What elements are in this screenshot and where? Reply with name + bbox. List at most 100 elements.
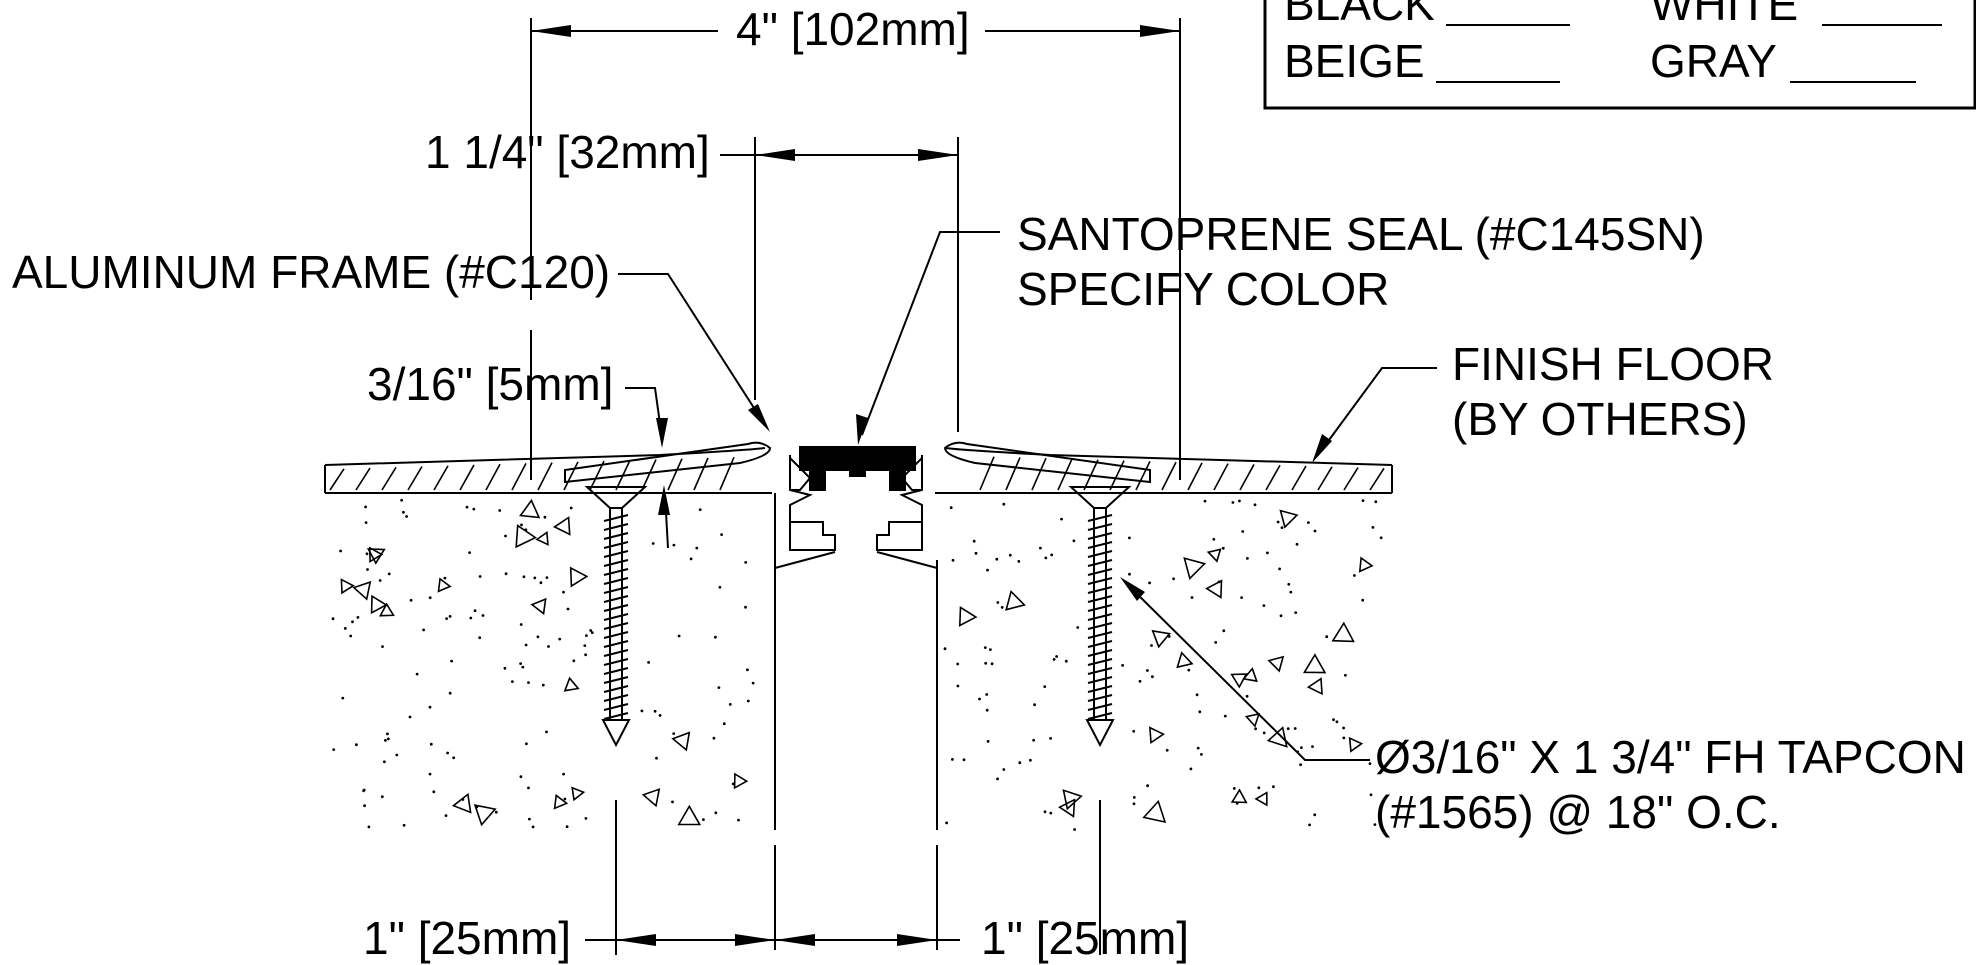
color-box-frame (1263, 0, 1976, 110)
dim-overall-arrow-left (531, 25, 571, 37)
right-frame-leg (876, 551, 938, 569)
left-tapcon-screw (584, 486, 648, 748)
concrete-aggregate (473, 804, 497, 827)
concrete-dot (972, 539, 976, 543)
callout-aluminum-frame-arrow (748, 404, 770, 432)
floor-hatch-mark (1343, 467, 1359, 491)
screw-thread (1087, 604, 1113, 612)
concrete-dot (689, 557, 693, 561)
concrete-dot (566, 607, 570, 611)
concrete-dot (1299, 763, 1302, 767)
floor-hatch-mark (1239, 464, 1255, 491)
concrete-aggregate (1254, 791, 1268, 807)
screw-thread (603, 712, 629, 720)
screw-thread (603, 559, 629, 567)
concrete-aggregate (1302, 653, 1327, 674)
left-frame-flange (564, 441, 772, 484)
concrete-aggregate (1244, 712, 1261, 728)
concrete-dot (1307, 521, 1310, 524)
concrete-dot (956, 684, 960, 688)
dim-height-arrow-top (656, 418, 668, 448)
concrete-aggregate (1142, 799, 1167, 824)
concrete-dot (996, 601, 1000, 604)
concrete-dot (1200, 753, 1203, 756)
concrete-dot (1060, 517, 1063, 521)
concrete-dot (647, 661, 650, 664)
concrete-dot (737, 818, 740, 822)
concrete-dot (443, 576, 447, 580)
concrete-dot (589, 629, 593, 632)
concrete-dot (469, 616, 473, 620)
screw-thread (603, 676, 629, 684)
concrete-dot (332, 748, 336, 751)
dim-overall-width: 4" [102mm] (530, 3, 1181, 480)
concrete-dot (653, 709, 657, 713)
concrete-dot (503, 666, 507, 670)
concrete-dot (1018, 761, 1022, 765)
concrete-dot (651, 542, 655, 545)
concrete-dot (962, 758, 966, 762)
concrete-aggregate (378, 602, 395, 617)
concrete-dot (547, 645, 550, 648)
concrete-aggregate (1358, 556, 1374, 573)
concrete-aggregate (571, 786, 586, 802)
floor-hatch-mark (459, 464, 475, 491)
concrete-dot (996, 777, 999, 781)
dim-left-offset-arrow-b (735, 934, 775, 946)
floor-hatch-mark (1291, 465, 1307, 491)
dim-overall-arrow-right (1140, 25, 1180, 37)
dim-overall-text: 4" [102mm] (736, 3, 970, 55)
screw-thread (1087, 613, 1113, 621)
concrete-dot (1325, 635, 1329, 639)
floor-hatch-mark (433, 465, 449, 491)
floor-hatch-mark (1187, 462, 1203, 491)
concrete-aggregate (451, 792, 472, 814)
concrete-dot (365, 552, 369, 556)
left-frame-body (789, 455, 836, 551)
callout-aluminum-frame: ALUMINUM FRAME (#C120) (12, 246, 770, 432)
left-frame-leg (774, 551, 836, 569)
callout-aluminum-frame-text: ALUMINUM FRAME (#C120) (12, 246, 610, 298)
concrete-dot (472, 507, 476, 511)
floor-hatch-mark (407, 466, 423, 491)
concrete-dot (478, 575, 482, 578)
concrete-dot (1279, 614, 1283, 618)
color-spec-box: BLACK WHITE BEIGE GRAY (1263, 0, 1976, 110)
concrete-dot (569, 506, 573, 510)
screw-thread (1087, 523, 1113, 531)
concrete-dot (448, 615, 452, 618)
callout-seal-leader (861, 231, 1000, 436)
concrete-dot (494, 810, 498, 814)
concrete-dot (712, 736, 716, 740)
dim-height-arrow-bottom (658, 485, 670, 515)
concrete-dot (349, 634, 353, 638)
screw-thread (1087, 694, 1113, 702)
concrete-dot (428, 596, 432, 600)
concrete-dot (1187, 668, 1191, 672)
color-black-label: BLACK (1284, 0, 1435, 30)
concrete-dot (428, 705, 432, 709)
concrete-dot (1240, 596, 1243, 599)
concrete-dot (744, 605, 747, 609)
concrete-dot (1254, 727, 1257, 731)
concrete-dot (364, 521, 368, 524)
concrete-dot (452, 756, 456, 760)
concrete-dot (1033, 703, 1036, 707)
concrete-dot (429, 742, 433, 746)
concrete-dot (478, 636, 482, 640)
concrete-dot (445, 617, 448, 620)
concrete-aggregate (340, 578, 355, 595)
right-tapcon-screw (1068, 486, 1132, 748)
concrete-dot (945, 821, 948, 825)
floor-hatch-mark (537, 462, 553, 491)
floor-hatch-mark (485, 463, 501, 491)
screw-thread (603, 595, 629, 603)
concrete-dot (1073, 828, 1076, 831)
callout-floor-arrow (1312, 434, 1332, 463)
concrete-dot (1121, 664, 1124, 667)
floor-hatch-mark (641, 459, 657, 491)
concrete-dot (536, 635, 540, 639)
concrete-dot (1000, 606, 1004, 609)
concrete-dot (671, 800, 674, 804)
screw-thread (1087, 532, 1113, 540)
